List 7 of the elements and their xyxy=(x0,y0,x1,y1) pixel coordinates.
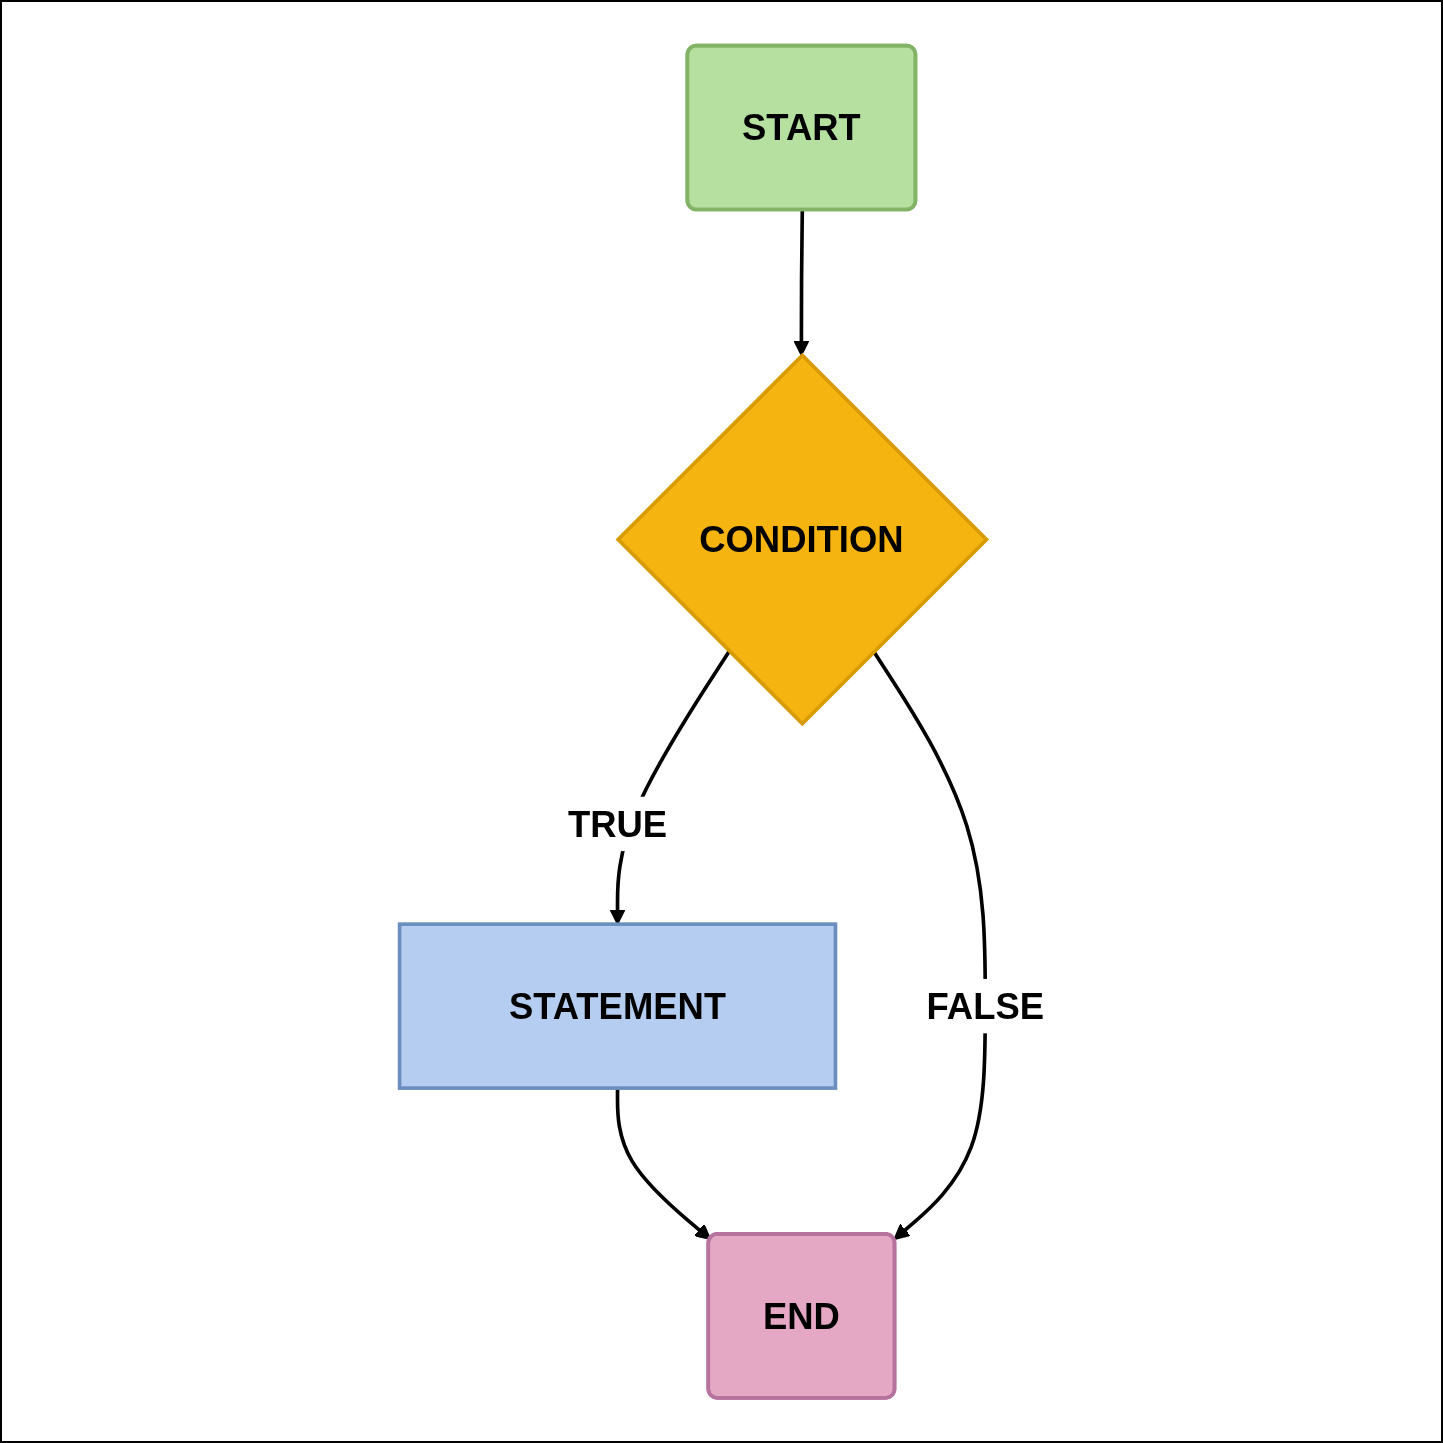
arrow xyxy=(793,210,810,356)
edge-label: TRUE xyxy=(567,803,667,844)
edge-label: FALSE xyxy=(926,985,1044,1026)
node-box: STATEMENT xyxy=(397,922,837,1090)
node-diamond: CONDITION xyxy=(615,352,989,727)
arrow xyxy=(615,1087,711,1240)
arrow xyxy=(871,650,987,1240)
